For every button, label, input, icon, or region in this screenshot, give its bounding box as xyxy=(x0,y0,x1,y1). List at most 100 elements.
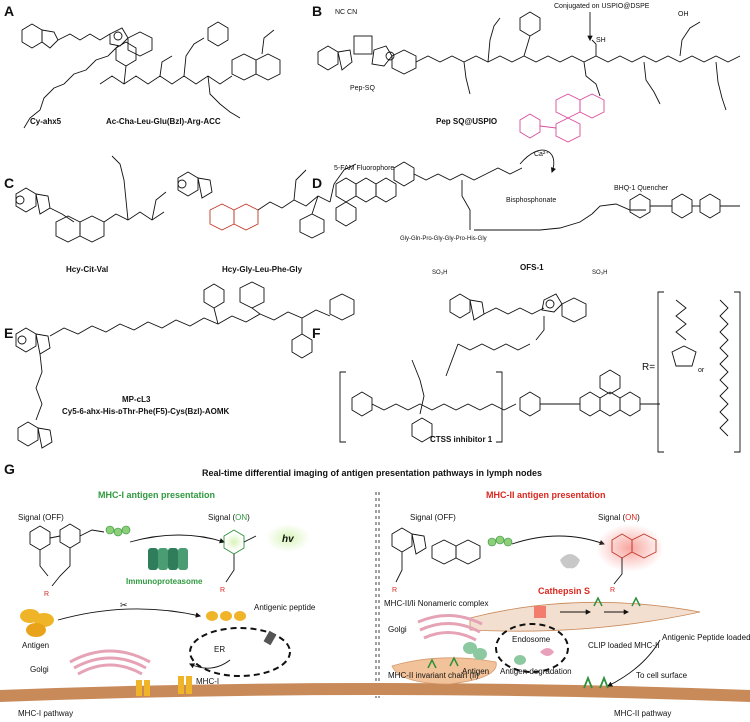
compound-label-pep-sq-uspio: Pep SQ@USPIO xyxy=(436,117,497,126)
mhc2-header: MHC-II antigen presentation xyxy=(486,490,606,500)
invariant-chain-label: MHC-II invariant chain (Ii) xyxy=(388,671,479,680)
compound-label-ctss: CTSS inhibitor 1 xyxy=(430,435,493,444)
mhc2-side: MHC-II antigen presentation Signal (OFF)… xyxy=(384,490,750,718)
sulfo-label-right: SO₃H xyxy=(592,270,607,276)
panel-letter-a: A xyxy=(4,3,14,19)
er-compartment xyxy=(189,627,291,677)
sulfo-label-left: SO₃H xyxy=(432,270,447,276)
mp-cl3-structure xyxy=(15,281,355,449)
mhc1-complex-icon xyxy=(136,676,192,696)
antigenic-peptide-mhc2-label: Antigenic Peptide loaded MHC-II xyxy=(662,633,750,642)
sh-label: SH xyxy=(596,37,606,44)
clip-mhc2-icon xyxy=(593,596,641,607)
endosome-compartment xyxy=(495,623,569,673)
panel-letter-d: D xyxy=(312,175,322,191)
panel-e: E MP-cL3 Cy5-6-ahx-His-ᴅThr-Phe(F5)-Cys(… xyxy=(4,281,355,449)
mhc1-side: MHC-I antigen presentation Signal (OFF) … xyxy=(18,490,316,718)
mhc1-antigen-label: Antigen xyxy=(22,641,49,650)
compound-label-ofs-1: OFS-1 xyxy=(520,263,544,272)
mhc1-signal-off: Signal (OFF) xyxy=(18,513,64,522)
cn-label: NC CN xyxy=(335,9,357,16)
ac-cha-structure xyxy=(99,21,281,119)
mhc2-probe-off xyxy=(391,527,513,583)
mhc2-antigen-label: Antigen xyxy=(462,667,489,676)
mhc1-r-off: R xyxy=(44,591,49,598)
antigenic-peptide-label: Antigenic peptide xyxy=(254,603,316,612)
or-label: or xyxy=(698,367,705,374)
er-label: ER xyxy=(214,645,225,654)
panel-a: A Cy-ahx5 Ac-Cha-Leu-Glu(Bzl)-Arg-AC xyxy=(4,3,281,129)
mhc1-antigen-icon xyxy=(20,609,54,637)
nonameric-complex-icon xyxy=(534,606,546,618)
cathepsin-label: Cathepsin S xyxy=(538,586,590,596)
panel-letter-f: F xyxy=(312,325,321,341)
degradation-label: Antigen degradation xyxy=(500,667,572,676)
mhc1-signal-on: Signal (ON) xyxy=(208,513,250,522)
mhc1-pathway-label: MHC-I pathway xyxy=(18,709,73,718)
panel-letter-b: B xyxy=(312,3,322,19)
quencher-label: BHQ-1 Quencher xyxy=(614,185,669,192)
mhc2-golgi-icon xyxy=(417,613,483,642)
panel-d: D 5-FAM Fluorophore Ca²⁺ Bisphosphonate … xyxy=(312,149,740,272)
endosome-label: Endosome xyxy=(512,635,551,644)
mhc1-probe-on xyxy=(223,524,310,583)
mhc1-label: MHC-I xyxy=(196,677,219,686)
nonameric-label: MHC-II/Ii Nonameric complex xyxy=(384,599,488,608)
mhc2-pathway-label: MHC-II pathway xyxy=(614,709,671,718)
compound-label-hcy-glfg: Hcy-Gly-Leu-Phe-Gly xyxy=(222,265,303,274)
compound-label-hcy-cit-val: Hcy-Cit-Val xyxy=(66,265,108,274)
peptide-label: Gly-Gln-Pro-Gly-Gly-Pro-His-Gly xyxy=(400,236,487,242)
mhc2-r-on: R xyxy=(610,587,615,594)
transport-vesicle xyxy=(469,601,701,632)
hcy-cit-val-structure xyxy=(15,155,167,243)
ctss-inhibitor-structure xyxy=(351,293,660,443)
mhc2-signal-off: Signal (OFF) xyxy=(410,513,456,522)
conjugation-note: Conjugated on USPIO@DSPE xyxy=(554,3,650,10)
calcium-label: Ca²⁺ xyxy=(534,151,549,158)
mhc1-golgi-label: Golgi xyxy=(30,665,49,674)
immunoproteasome-label: Immunoproteasome xyxy=(126,577,203,586)
mhc2-probe-on xyxy=(596,524,664,585)
tap-transporter-icon xyxy=(263,630,277,646)
bisphosphonate-label: Bisphosphonate xyxy=(506,197,556,204)
mhc1-probe-off xyxy=(29,523,131,587)
mhc2-er-compartment xyxy=(391,657,497,685)
pep-sq-structure xyxy=(317,11,741,111)
mhc2-signal-on: Signal (ON) xyxy=(598,513,640,522)
surface-mhc2-icon xyxy=(583,675,609,689)
mhc1-r-on: R xyxy=(220,587,225,594)
cell-membrane xyxy=(0,683,750,702)
compound-label-cy-ahx5: Cy-ahx5 xyxy=(30,117,62,126)
panel-g-title: Real-time differential imaging of antige… xyxy=(202,468,542,478)
degraded-antigen-icon xyxy=(540,648,554,656)
antigenic-peptide-icon xyxy=(206,611,246,621)
panel-c: C Hcy-Cit-Val Hcy-Gly-Leu-Phe-Gly xyxy=(4,155,357,274)
mhc2-r-off: R xyxy=(392,587,397,594)
mhc1-golgi-icon xyxy=(69,649,151,676)
panel-letter-c: C xyxy=(4,175,14,191)
mhc2-golgi-label: Golgi xyxy=(388,625,407,634)
scissors-icon: ✂ xyxy=(120,600,128,610)
cathepsin-icon xyxy=(560,554,580,569)
compound-label-mp-cl3: MP-cL3 xyxy=(122,395,151,404)
clip-label: CLIP loaded MHC-II xyxy=(588,641,659,650)
panel-b: B Conjugated on USPIO@DSPE NC CN Pep-SQ … xyxy=(312,3,741,143)
endosome-antigen-icon xyxy=(514,655,526,665)
naphthalimide-fluorophore xyxy=(519,93,605,143)
panel-letter-e: E xyxy=(4,325,13,341)
pep-sq-label: Pep-SQ xyxy=(350,85,375,92)
panel-g: G Real-time differential imaging of anti… xyxy=(0,461,750,718)
fluorophore-label: 5-FAM Fluorophore xyxy=(334,165,394,172)
compound-label-ac-cha: Ac-Cha-Leu-Glu(Bzl)-Arg-ACC xyxy=(106,117,221,126)
light-emission-label: hv xyxy=(282,534,295,545)
ofs-1-structure xyxy=(335,149,740,231)
immunoproteasome-icon xyxy=(148,548,188,570)
panel-f: F SO₃H SO₃H CTSS inhibitor 1 xyxy=(312,270,741,453)
hcy-glfg-structure xyxy=(177,163,357,239)
cy-ahx5-structure xyxy=(21,23,153,129)
compound-fullname-mp-cl3: Cy5-6-ahx-His-ᴅThr-Phe(F5)-Cys(Bzl)-AOMK xyxy=(62,407,229,416)
r-equals-label: R= xyxy=(642,362,655,373)
panel-letter-g: G xyxy=(4,461,15,477)
mhc1-header: MHC-I antigen presentation xyxy=(98,490,215,500)
